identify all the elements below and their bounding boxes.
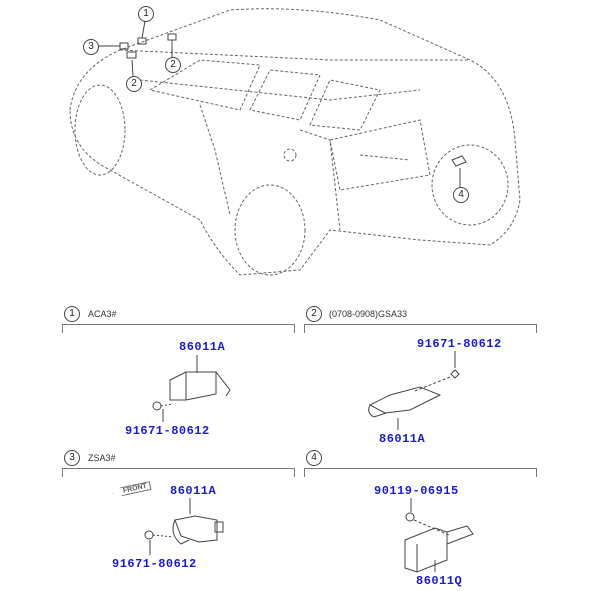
section-1-number: 1: [64, 306, 80, 322]
callout-4: 4: [453, 187, 469, 203]
section-3-bracket: [62, 468, 295, 477]
part-number[interactable]: 86011Q: [416, 574, 463, 588]
part-number[interactable]: 86011A: [179, 340, 226, 354]
callout-2: 2: [165, 57, 181, 73]
part-number[interactable]: 91671-80612: [112, 557, 197, 571]
section-1-bracket: [62, 324, 295, 333]
section-2-number: 2: [306, 306, 322, 322]
part-number[interactable]: 91671-80612: [417, 337, 502, 351]
section-4-number: 4: [306, 450, 322, 466]
part-number[interactable]: 91671-80612: [125, 424, 210, 438]
part-number[interactable]: 86011A: [170, 484, 217, 498]
section-4-bracket: [304, 468, 537, 477]
part-number[interactable]: 86011A: [379, 432, 426, 446]
callout-1: 1: [138, 6, 154, 22]
section-3-number: 3: [64, 450, 80, 466]
vehicle-illustration: [69, 8, 521, 276]
section-3-label: ZSA3#: [88, 453, 116, 463]
section-2-bracket: [304, 324, 537, 333]
section-2-label: (0708-0908)GSA33: [329, 309, 408, 319]
section-1-label: ACA3#: [88, 309, 117, 319]
part-number[interactable]: 90119-06915: [374, 484, 459, 498]
callout-2: 2: [126, 76, 142, 92]
callout-3: 3: [83, 39, 99, 55]
